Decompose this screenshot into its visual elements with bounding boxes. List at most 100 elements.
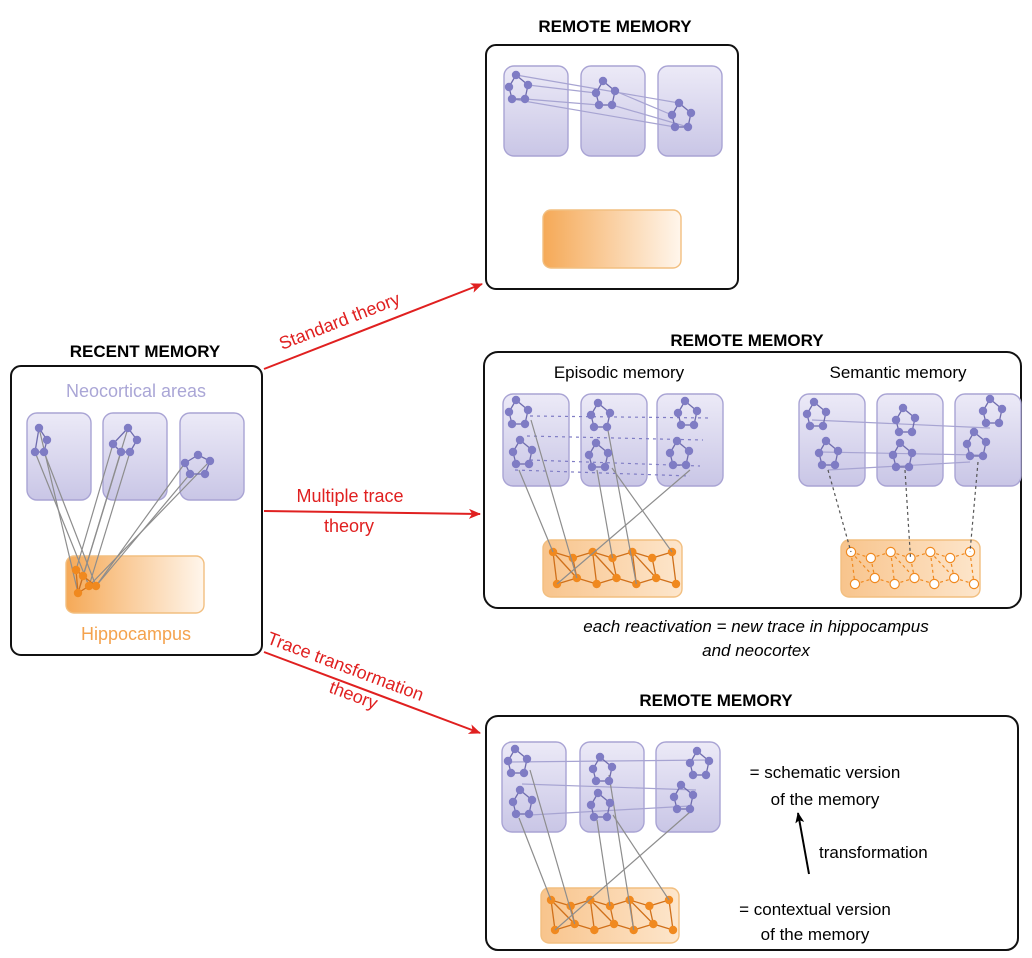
hippocampus-edge <box>550 899 556 931</box>
schematic-version-line2: of the memory <box>771 790 880 809</box>
hippocampus-node <box>612 573 621 583</box>
transformation-arrow <box>795 812 810 875</box>
hippocampus-node <box>925 546 936 558</box>
neocortex-node <box>123 423 133 433</box>
connection-line <box>95 462 186 587</box>
neocortex-node <box>42 435 52 445</box>
neocortex-node <box>524 459 534 469</box>
cortico-cortical-link <box>509 759 711 763</box>
neocortex-node <box>665 448 675 458</box>
hippocampus-node <box>944 552 956 564</box>
hippocampus-node <box>849 578 861 590</box>
neocortical-area <box>798 393 866 487</box>
neocortex-node <box>602 422 612 432</box>
neocortex-node <box>507 94 517 104</box>
dashed-link <box>904 469 912 559</box>
connection-line <box>518 817 552 901</box>
standard-theory-label: Standard theory <box>276 289 403 354</box>
hippocampus-node <box>948 572 960 584</box>
hippocampus-region <box>542 539 683 598</box>
hippocampus-node <box>905 552 916 564</box>
hippocampus-region <box>65 555 205 614</box>
hippocampus-node <box>909 572 920 584</box>
neocortical-area <box>179 412 245 501</box>
neocortex-node <box>833 446 843 456</box>
semantic-network <box>802 394 1007 590</box>
neocortex-node <box>701 770 711 780</box>
remote-memory-transformation-title: REMOTE MEMORY <box>639 691 793 710</box>
neocortex-node <box>588 764 598 774</box>
neocortex-node <box>704 756 714 766</box>
neocortex-node <box>969 427 979 437</box>
neocortex-node <box>821 407 831 417</box>
neocortex-node <box>515 435 525 445</box>
hippocampus-edge <box>671 551 677 585</box>
neocortical-area <box>501 741 567 833</box>
neocortex-node <box>506 768 516 778</box>
neocortex-node <box>888 450 898 460</box>
neocortex-node <box>683 122 693 132</box>
transformation-network <box>503 744 714 935</box>
neocortex-node <box>669 792 679 802</box>
neocortex-node <box>680 396 690 406</box>
neocortex-node <box>591 88 601 98</box>
neocortical-areas-label: Neocortical areas <box>66 381 206 401</box>
neocortex-node <box>965 451 975 461</box>
neocortex-node <box>591 438 601 448</box>
standard-theory-arrow <box>263 283 483 370</box>
connection-line <box>556 469 691 585</box>
hippocampus-edge <box>592 551 598 585</box>
neocortex-node <box>593 788 603 798</box>
hippocampus-node <box>91 581 101 591</box>
episodic-network <box>504 395 711 589</box>
neocortex-node <box>676 780 686 790</box>
neocortex-node <box>604 776 614 786</box>
connection-line <box>95 473 191 587</box>
neocortex-node <box>523 80 533 90</box>
hippocampus-edge <box>631 551 657 579</box>
neocortex-node <box>594 100 604 110</box>
multiple-trace-arrow <box>263 508 481 519</box>
dashed-link <box>827 469 852 553</box>
cortico-cortical-link <box>811 419 991 429</box>
semantic-memory-label: Semantic memory <box>830 363 967 382</box>
neocortex-node <box>809 397 819 407</box>
hippocampus-edge <box>929 551 935 585</box>
neocortex-node <box>978 406 988 416</box>
neocortex-node <box>520 419 530 429</box>
neocortex-node <box>30 447 40 457</box>
hippocampus-node <box>609 919 619 929</box>
theory-arrows: Standard theory Multiple trace theory Tr… <box>263 283 483 734</box>
neocortex-node <box>689 420 699 430</box>
hippocampus-edge <box>668 899 674 931</box>
hippocampus-node <box>588 547 597 557</box>
remote-memory-multiple-title: REMOTE MEMORY <box>670 331 824 350</box>
schematic-version-line1: = schematic version <box>750 763 901 782</box>
multiple-trace-label-line1: Multiple trace <box>296 486 403 506</box>
neocortex-node <box>522 754 532 764</box>
hippocampus-edge <box>589 899 595 931</box>
connection-line <box>530 419 578 579</box>
neocortex-node <box>994 418 1004 428</box>
hippocampus-node <box>885 546 896 558</box>
neocortex-node <box>805 421 815 431</box>
neocortex-node <box>200 469 210 479</box>
cortico-cortical-link <box>614 90 673 116</box>
neocortex-node <box>907 448 917 458</box>
neocortex-node <box>507 419 517 429</box>
hippocampus-edge <box>552 551 578 579</box>
neocortex-node <box>891 415 901 425</box>
hippocampus-node <box>929 578 940 590</box>
neocortex-node <box>672 436 682 446</box>
neocortex-node <box>600 462 610 472</box>
neocortex-node <box>504 407 514 417</box>
neocortex-node <box>193 450 203 460</box>
neocortex-node <box>676 420 686 430</box>
neocortex-node <box>605 798 615 808</box>
neocortex-node <box>688 790 698 800</box>
hippocampus-node <box>590 925 599 935</box>
neocortex-node <box>598 76 608 86</box>
neocortex-node <box>891 462 901 472</box>
hippocampus-node <box>968 578 980 590</box>
